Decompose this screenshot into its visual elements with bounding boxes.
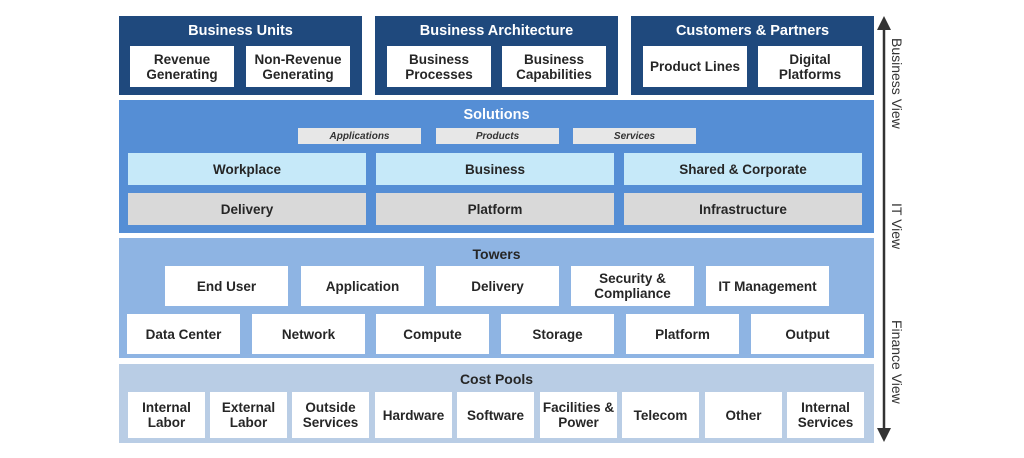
business-architecture-title: Business Architecture <box>419 23 574 39</box>
it-view-label: IT View <box>889 203 905 250</box>
compute-tower: Compute <box>376 314 489 354</box>
cost-pool-internal-labor: Internal Labor <box>128 392 205 438</box>
security-compliance-tower: Security & Compliance <box>571 266 694 306</box>
customers-partners-title: Customers & Partners <box>675 23 830 39</box>
storage-tower: Storage <box>501 314 614 354</box>
output-tower: Output <box>751 314 864 354</box>
cost-pool-telecom: Telecom <box>622 392 699 438</box>
business-view-label: Business View <box>889 38 905 129</box>
cost-pools-title: Cost Pools <box>459 371 534 387</box>
platform-solution-box: Platform <box>376 193 614 225</box>
towers-layer: Towers End User Application Delivery Sec… <box>119 238 874 358</box>
applications-tag: Applications <box>298 128 421 144</box>
cost-pool-hardware: Hardware <box>375 392 452 438</box>
towers-title: Towers <box>472 246 521 262</box>
arrow-down-head <box>877 428 891 442</box>
application-tower: Application <box>301 266 424 306</box>
cost-pool-facilities-power: Facilities & Power <box>540 392 617 438</box>
business-processes-box: Business Processes <box>387 46 491 87</box>
platform-tower: Platform <box>626 314 739 354</box>
revenue-generating-box: Revenue Generating <box>130 46 234 87</box>
finance-view-label: Finance View <box>889 320 905 404</box>
delivery-tower: Delivery <box>436 266 559 306</box>
infrastructure-box: Infrastructure <box>624 193 862 225</box>
services-tag: Services <box>573 128 696 144</box>
products-tag: Products <box>436 128 559 144</box>
end-user-tower: End User <box>165 266 288 306</box>
network-tower: Network <box>252 314 365 354</box>
digital-platforms-box: Digital Platforms <box>758 46 862 87</box>
cost-pool-software: Software <box>457 392 534 438</box>
it-management-tower: IT Management <box>706 266 829 306</box>
business-units-title: Business Units <box>188 23 293 39</box>
business-units-group: Business Units Revenue Generating Non-Re… <box>119 16 362 95</box>
double-arrow-icon <box>877 16 891 442</box>
data-center-tower: Data Center <box>127 314 240 354</box>
cost-pool-internal-services: Internal Services <box>787 392 864 438</box>
cost-pools-layer: Cost Pools Internal Labor External Labor… <box>119 364 874 443</box>
non-revenue-generating-box: Non-Revenue Generating <box>246 46 350 87</box>
shared-corporate-box: Shared & Corporate <box>624 153 862 185</box>
solutions-layer: Solutions Applications Products Services… <box>119 100 874 233</box>
cost-pool-outside-services: Outside Services <box>292 392 369 438</box>
cost-pool-external-labor: External Labor <box>210 392 287 438</box>
business-capabilities-box: Business Capabilities <box>502 46 606 87</box>
customers-partners-group: Customers & Partners Product Lines Digit… <box>631 16 874 95</box>
business-box: Business <box>376 153 614 185</box>
arrow-up-head <box>877 16 891 30</box>
business-architecture-group: Business Architecture Business Processes… <box>375 16 618 95</box>
workplace-box: Workplace <box>128 153 366 185</box>
solutions-title: Solutions <box>463 107 530 123</box>
cost-pool-other: Other <box>705 392 782 438</box>
product-lines-box: Product Lines <box>643 46 747 87</box>
delivery-solution-box: Delivery <box>128 193 366 225</box>
